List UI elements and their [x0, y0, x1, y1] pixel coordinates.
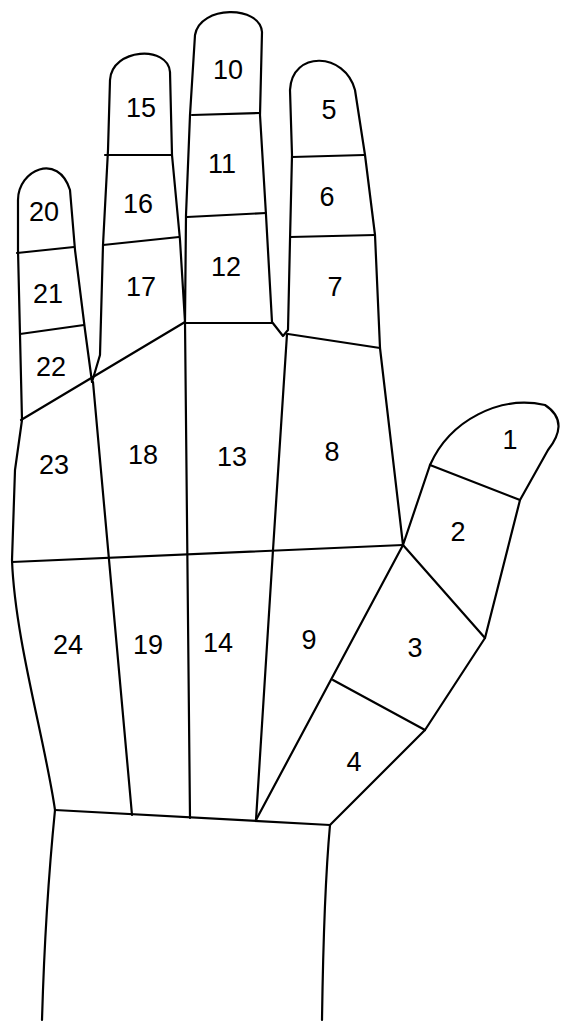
region-number: 17	[126, 274, 156, 301]
region-number: 15	[126, 95, 156, 122]
region-number: 2	[450, 519, 465, 546]
hand-outline	[12, 12, 559, 825]
region-number: 5	[321, 97, 336, 124]
region-number: 24	[53, 632, 83, 659]
region-number: 1	[502, 427, 517, 454]
region-number: 16	[123, 191, 153, 218]
arm-outline	[42, 810, 55, 1020]
region-number: 9	[301, 627, 316, 654]
region-number: 6	[319, 184, 334, 211]
region-number: 21	[33, 281, 63, 308]
region-number: 18	[128, 442, 158, 469]
region-number: 12	[211, 254, 241, 281]
region-number: 4	[346, 749, 361, 776]
region-number: 10	[213, 57, 243, 84]
region-number: 19	[133, 632, 163, 659]
region-number: 3	[407, 635, 422, 662]
region-number: 22	[36, 354, 66, 381]
region-number: 23	[39, 452, 69, 479]
region-number: 13	[217, 444, 247, 471]
region-number: 14	[203, 630, 233, 657]
region-borders	[12, 113, 520, 825]
region-number: 11	[208, 151, 236, 178]
arm-outline	[322, 825, 330, 1020]
region-number: 8	[324, 439, 339, 466]
region-number: 7	[327, 274, 342, 301]
region-number: 20	[29, 199, 59, 226]
